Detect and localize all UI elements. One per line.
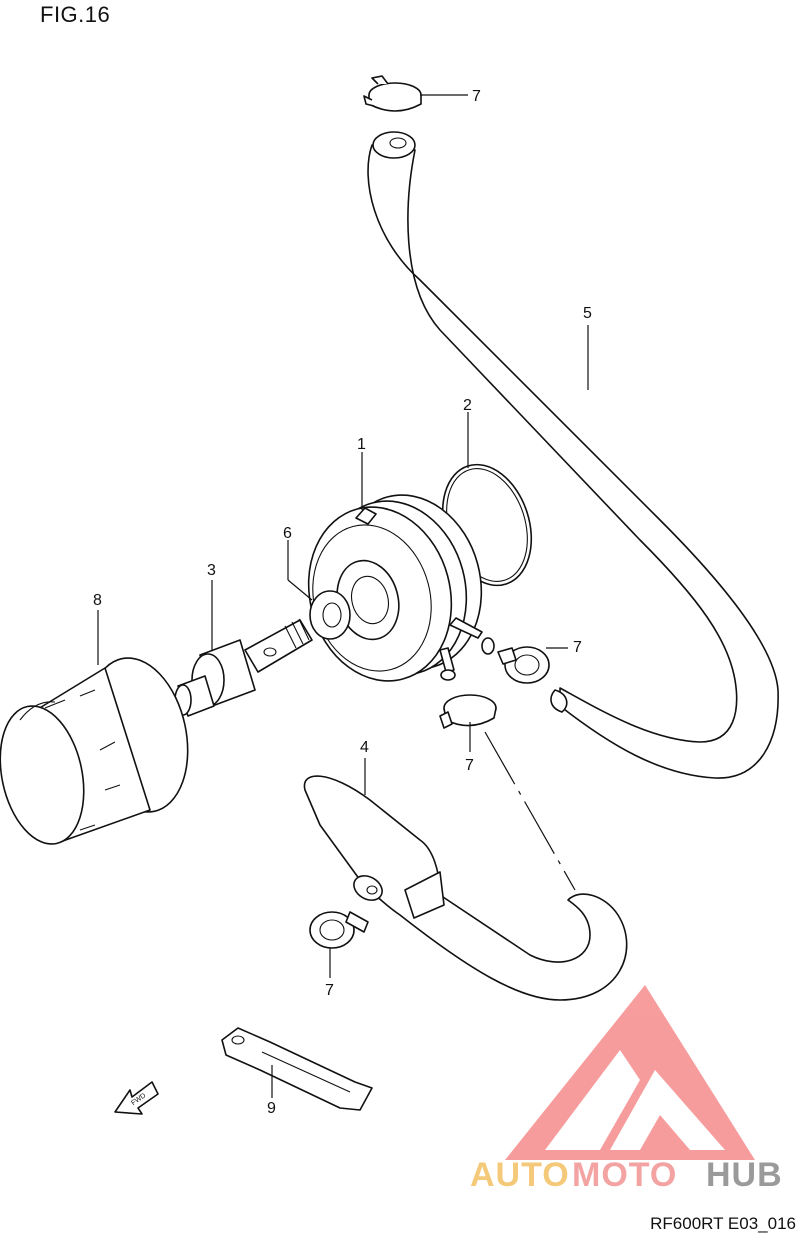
fwd-arrow-icon: FWD: [114, 1081, 159, 1115]
hose-clamp-lower: [309, 911, 369, 949]
union-bolt: [174, 618, 313, 717]
callout-7-right: 7: [573, 639, 582, 656]
callout-numbers: 7 5 2 1 6 3 8 7 7 4 7 9: [93, 88, 592, 1117]
callout-4: 4: [360, 739, 369, 756]
leader-lines: [97, 94, 589, 1098]
hose-clamp-middle: [439, 694, 497, 729]
figure-title: FIG.16: [40, 2, 111, 27]
automotohub-logo: [505, 985, 755, 1160]
wordmark-hub: HUB: [706, 1156, 783, 1194]
callout-8: 8: [93, 592, 102, 609]
callout-1: 1: [357, 436, 366, 453]
oil-cooler: [307, 494, 495, 682]
callout-7-lower: 7: [325, 982, 334, 999]
callout-6: 6: [283, 525, 292, 542]
hose-clamp-right: [497, 646, 550, 684]
reference-code: RF600RT E03_016: [650, 1214, 796, 1233]
callout-9: 9: [267, 1100, 276, 1117]
oil-filter: [0, 657, 189, 845]
washer: [309, 590, 351, 640]
oil-hose-lower: [303, 775, 628, 1001]
automotohub-wordmark: AUTO MOTO HUB: [470, 1156, 783, 1194]
oil-hose-upper: [367, 131, 779, 779]
wordmark-moto: MOTO: [572, 1156, 677, 1194]
callout-3: 3: [207, 562, 216, 579]
callout-7-middle: 7: [465, 757, 474, 774]
callout-2: 2: [463, 397, 472, 414]
hose-clamp-top: [363, 75, 422, 112]
callout-5: 5: [583, 305, 592, 322]
callout-7-top: 7: [472, 88, 481, 105]
hose-bracket: [221, 1027, 373, 1111]
wordmark-auto: AUTO: [470, 1156, 570, 1194]
